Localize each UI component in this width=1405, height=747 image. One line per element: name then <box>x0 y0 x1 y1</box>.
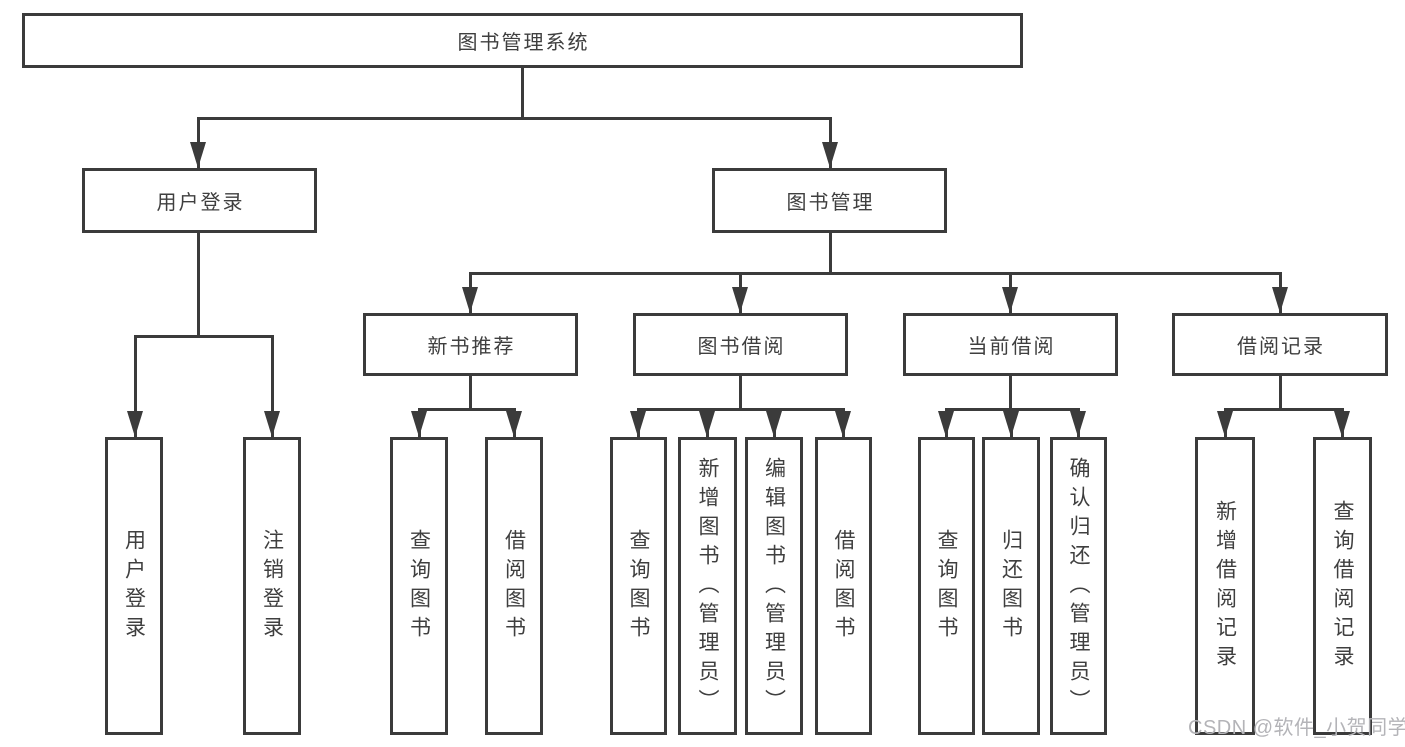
node-label: 新书推荐 <box>427 336 516 358</box>
node-root: 图书管理系统 <box>22 13 1023 68</box>
arrowhead-down-icon <box>264 411 280 437</box>
arrowhead-down-icon <box>127 411 143 437</box>
node-return-books: 归还图书 <box>982 437 1040 735</box>
connector-line <box>197 117 832 120</box>
node-label: 新增图书（管理员） <box>696 456 719 718</box>
arrowhead-down-icon <box>462 287 478 313</box>
node-query-books-borrowing: 查询图书 <box>610 437 667 735</box>
connector-line <box>1224 408 1344 411</box>
node-borrow-books-recommend: 借阅图书 <box>485 437 543 735</box>
watermark: CSDN @软件_小贺同学 <box>1188 717 1405 739</box>
node-label: 查询图书 <box>407 529 431 645</box>
node-label: 编辑图书（管理员） <box>762 456 786 718</box>
node-label: 借阅图书 <box>832 529 855 645</box>
node-add-books-admin: 新增图书（管理员） <box>678 437 737 735</box>
connector-line <box>197 232 200 337</box>
arrowhead-down-icon <box>699 411 715 437</box>
arrowhead-down-icon <box>732 287 748 313</box>
node-current-borrowing: 当前借阅 <box>903 313 1118 376</box>
arrowhead-down-icon <box>1217 411 1233 437</box>
node-borrow-books-borrowing: 借阅图书 <box>815 437 872 735</box>
arrowhead-down-icon <box>1070 411 1086 437</box>
node-confirm-return-admin: 确认归还（管理员） <box>1050 437 1107 735</box>
connector-line <box>418 408 516 411</box>
node-label: 查询图书 <box>627 529 650 645</box>
connector-line <box>1009 375 1012 410</box>
node-label: 查询图书 <box>935 529 958 645</box>
node-label: 新增借阅记录 <box>1213 500 1237 674</box>
connector-line <box>1279 375 1282 410</box>
node-label: 图书管理系统 <box>457 32 590 54</box>
connector-line <box>637 408 845 411</box>
arrowhead-down-icon <box>630 411 646 437</box>
arrowhead-down-icon <box>1334 411 1350 437</box>
arrowhead-down-icon <box>766 411 782 437</box>
arrowhead-down-icon <box>835 411 851 437</box>
node-label: 注销登录 <box>260 529 284 645</box>
connector-line <box>521 67 524 119</box>
connector-line <box>469 272 1282 275</box>
connector-line <box>829 232 832 274</box>
arrowhead-down-icon <box>411 411 427 437</box>
node-label: 查询借阅记录 <box>1331 500 1354 674</box>
connector-line <box>271 335 274 438</box>
node-borrow-records: 借阅记录 <box>1172 313 1388 376</box>
node-label: 当前借阅 <box>967 336 1056 358</box>
node-book-management: 图书管理 <box>712 168 947 233</box>
node-logout: 注销登录 <box>243 437 301 735</box>
node-edit-books-admin: 编辑图书（管理员） <box>745 437 803 735</box>
node-label: 借阅记录 <box>1237 336 1325 358</box>
node-label: 归还图书 <box>999 529 1023 645</box>
node-label: 图书借阅 <box>697 336 786 358</box>
arrowhead-down-icon <box>1002 287 1018 313</box>
node-label: 图书管理 <box>786 192 875 214</box>
node-query-borrow-record: 查询借阅记录 <box>1313 437 1372 735</box>
node-label: 用户登录 <box>122 529 146 645</box>
node-label: 用户登录 <box>156 192 245 214</box>
node-add-borrow-record: 新增借阅记录 <box>1195 437 1255 735</box>
node-query-books-recommend: 查询图书 <box>390 437 448 735</box>
arrowhead-down-icon <box>1272 287 1288 313</box>
arrowhead-down-icon <box>822 142 838 168</box>
arrowhead-down-icon <box>1003 411 1019 437</box>
node-label: 确认归还（管理员） <box>1067 456 1090 718</box>
node-new-book-recommend: 新书推荐 <box>363 313 578 376</box>
arrowhead-down-icon <box>506 411 522 437</box>
node-label: 借阅图书 <box>502 529 526 645</box>
connector-line <box>134 335 274 338</box>
node-user-login: 用户登录 <box>105 437 163 735</box>
connector-line <box>134 335 137 438</box>
arrowhead-down-icon <box>190 142 206 168</box>
node-book-borrowing: 图书借阅 <box>633 313 848 376</box>
connector-line <box>469 375 472 410</box>
node-user-login-group: 用户登录 <box>82 168 317 233</box>
arrowhead-down-icon <box>938 411 954 437</box>
connector-line <box>739 375 742 410</box>
node-query-books-current: 查询图书 <box>918 437 975 735</box>
